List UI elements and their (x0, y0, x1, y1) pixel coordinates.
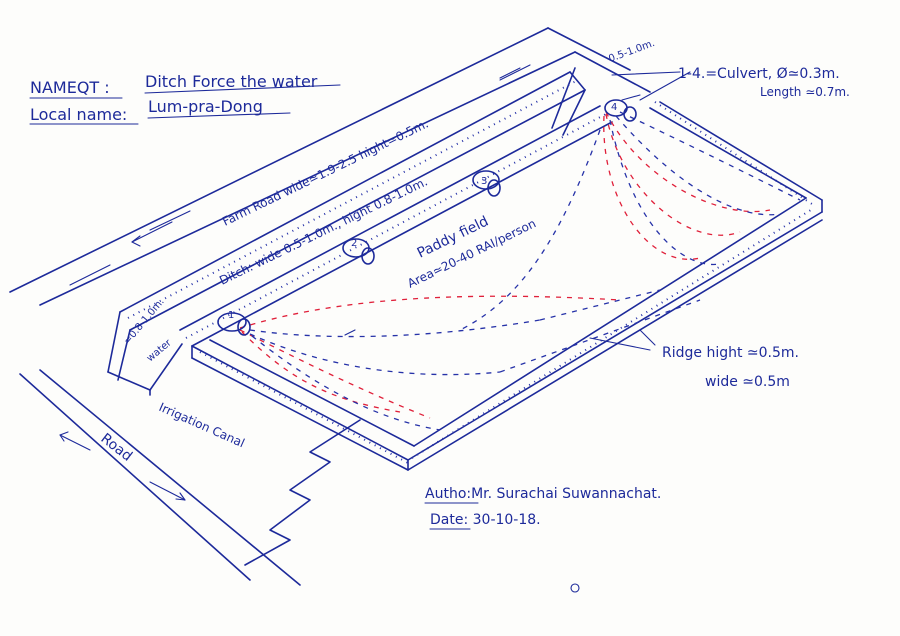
local-label: Local name: (30, 105, 127, 124)
culvert-3-label: 3 (481, 176, 487, 187)
binder-hole (570, 583, 580, 593)
author-text: Autho:Mr. Surachai Suwannachat. (425, 486, 661, 502)
ditch-walls (107, 67, 613, 391)
water-flow (239, 111, 801, 431)
paddy-ridge (191, 101, 823, 471)
ridge-wide-label: wide ≃0.5m (705, 374, 790, 390)
water-depth-label: ≃0.8-1.0m. (122, 296, 167, 347)
date-text: Date: 30-10-18. (430, 512, 541, 528)
culvert-length-label: Length ≃0.7m. (760, 85, 850, 99)
ditch-label: Ditch: wide 0.5-1.0m., hight 0.8-1.0m. (217, 174, 430, 287)
name-value: Ditch Force the water (145, 72, 318, 91)
culvert-2: 2 (342, 238, 375, 265)
local-value: Lum-pra-Dong (148, 97, 263, 116)
ridge-hight-label: Ridge hight ≃0.5m. (662, 345, 799, 361)
ridge-texture (127, 79, 815, 465)
irrigation-canal (19, 369, 361, 586)
culvert-2-label: 2 (351, 238, 357, 249)
culvert-1-label: 1 (228, 310, 234, 321)
culvert-4-label: 4 (611, 102, 617, 113)
culvert-4: 4 (604, 99, 637, 122)
culvert-width-label: 0.5-1.0m. (607, 38, 656, 65)
culvert-3: 3 (472, 170, 501, 197)
irrigation-canal-label: Irrigation Canal (157, 400, 247, 450)
farm-road (9, 27, 651, 306)
name-label: NAMEQT : (30, 78, 110, 97)
culvert-1: 1 (217, 310, 251, 336)
direction-arrows (59, 67, 691, 501)
culvert-spec-label: 1-4.=Culvert, Ø≃0.3m. (678, 66, 840, 82)
